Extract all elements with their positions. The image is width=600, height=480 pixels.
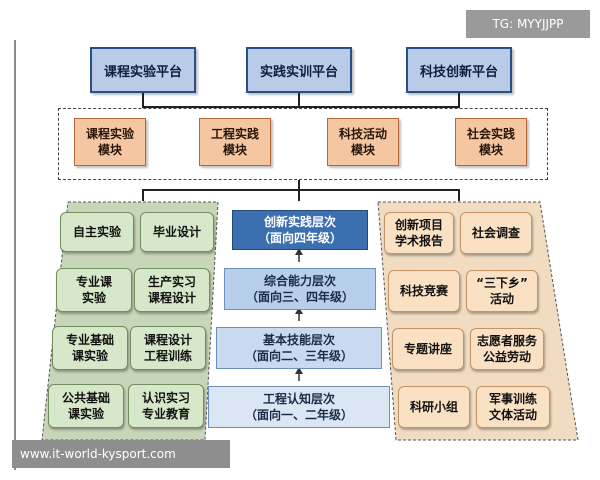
left-item: 课程设计工程训练 [130,326,206,370]
right-item: 志愿者服务公益劳动 [470,328,544,370]
left-border [14,40,16,470]
right-item: 科研小组 [398,386,470,428]
module-engineering-practice: 工程实践模块 [199,118,271,166]
platform-course-experiment: 课程实验平台 [90,47,196,93]
right-panel [377,201,579,441]
connector [298,180,300,190]
module-course-experiment: 课程实验模块 [74,118,146,166]
connector [458,189,460,201]
module-tech-activity: 科技活动模块 [327,118,399,166]
level-comprehensive-ability: 综合能力层次（面向三、四年级） [224,268,376,310]
right-item: “三下乡”活动 [466,270,538,312]
platform-practical-training: 实践实训平台 [246,47,352,93]
modules-frame [58,108,548,180]
watermark-top: TG: MYYJJPP [466,10,590,38]
level-engineering-cognition: 工程认知层次（面向一、二年级） [208,386,390,428]
left-item: 生产实习课程设计 [134,268,210,312]
left-item: 公共基础课实验 [48,384,124,428]
left-item: 自主实验 [60,212,134,252]
connector [298,189,300,201]
connector [142,93,144,106]
connector [298,93,300,106]
right-item: 军事训练文体活动 [476,386,550,428]
connector [142,189,460,191]
arrow-head [295,307,303,314]
level-innovation-practice: 创新实践层次（面向四年级） [232,210,368,250]
left-item: 认识实习专业教育 [128,384,204,428]
module-social-practice: 社会实践模块 [455,118,527,166]
arrow-head [295,367,303,374]
left-item: 专业课实验 [56,268,132,312]
left-item: 专业基础课实验 [52,326,128,370]
level-basic-skills: 基本技能层次（面向二、三年级） [216,327,382,369]
connector [142,106,460,108]
right-item: 社会调查 [460,212,532,254]
left-item: 毕业设计 [140,212,214,252]
arrow-head [295,248,303,255]
left-panel [41,201,219,441]
watermark-bottom: www.it-world-kysport.com [12,440,230,468]
right-item: 科技竞赛 [388,270,460,312]
right-item: 专题讲座 [392,328,464,370]
right-item: 创新项目学术报告 [384,212,454,254]
connector [458,93,460,106]
connector [142,189,144,201]
platform-tech-innovation: 科技创新平台 [406,47,512,93]
